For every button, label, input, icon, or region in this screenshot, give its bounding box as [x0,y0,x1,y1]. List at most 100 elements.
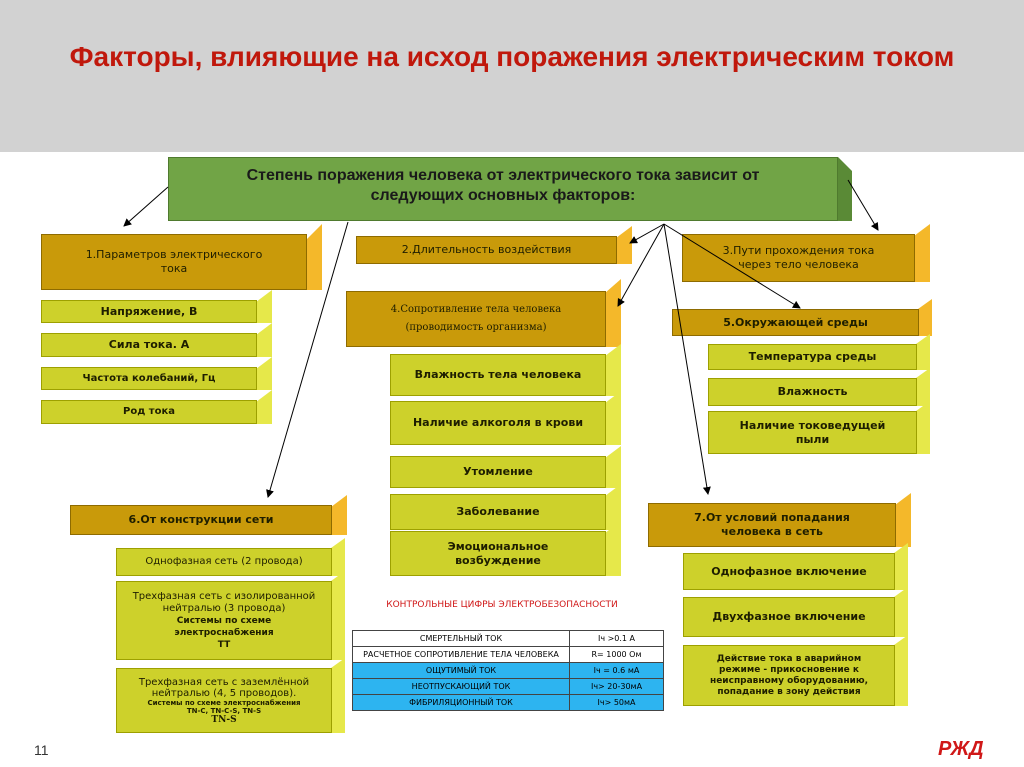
page-number: 11 [34,742,49,758]
group7-header-label: 7.От условий попадания человека в сеть [694,511,850,538]
group7-header: 7.От условий попадания человека в сеть [648,503,896,547]
g1-item-label: Сила тока. А [108,338,190,351]
group5-header-label: 5.Окружающей среды [723,315,868,329]
g1-item1-side [256,290,272,323]
main-box-text: Степень поражения человека от электричес… [246,167,760,204]
g4-item4-side [605,484,621,530]
g1-item2-side [256,323,272,357]
g5-item-dust: Наличие токоведущей пыли [708,411,917,454]
g6-item-sublabel: Системы по схеме электроснабжения [147,698,301,707]
header-band [0,0,1024,152]
g4-item1-side [605,344,621,396]
table-cell-value: Iч = 0.6 мА [569,662,664,679]
table-cell-value: R= 1000 Ом [569,646,664,663]
group6-header: 6.От конструкции сети [70,505,332,535]
g6-item3-side [331,658,345,733]
group1-header: 1.Параметров электрического тока [41,234,307,290]
table-cell-value: Iч> 50мА [569,694,664,711]
g5-item-temperature: Температура среды [708,344,917,370]
g5-item2-side [916,368,930,406]
g5-item-label: Влажность [777,385,848,398]
g5-item1-side [916,334,930,370]
group6-header-label: 6.От конструкции сети [128,513,274,526]
g4-item-label: Утомление [463,465,533,478]
g7-item-label: Однофазное включение [711,564,867,578]
group6-header-side [331,495,347,535]
arrow-to-group3 [847,179,879,231]
g7-item2-side [894,587,908,637]
page-title: Факторы, влияющие на исход поражения эле… [69,41,955,72]
group2-header-side [616,226,632,264]
g4-item-label: Влажность тела человека [414,368,582,381]
g1-item-label: Частота колебаний, Гц [82,372,216,384]
g5-item-label: Наличие токоведущей пыли [739,418,886,446]
group3-header-label: 3.Пути прохождения тока через тело челов… [722,244,875,271]
group5-header-side [918,299,932,336]
g1-item-current: Сила тока. А [41,333,257,357]
group3-header: 3.Пути прохождения тока через тело челов… [682,234,915,282]
main-factors-box: Степень поражения человека от электричес… [168,157,838,221]
g1-item-frequency: Частота колебаний, Гц [41,367,257,390]
g4-item-disease: Заболевание [390,494,606,530]
g7-item-emergency: Действие тока в аварийном режиме - прико… [683,645,895,706]
g6-item-sublabel: TT [217,639,231,650]
table-cell-value: Iч> 20-30мА [569,678,664,695]
table-cell-name: РАСЧЕТНОЕ СОПРОТИВЛЕНИЕ ТЕЛА ЧЕЛОВЕКА [352,646,570,663]
g6-item1-side [331,538,345,576]
arrow-to-group1 [123,186,169,227]
rzd-logo: РЖД [938,738,984,760]
g1-item-voltage: Напряжение, В [41,300,257,323]
g4-item-label: Заболевание [456,505,540,518]
g4-item-emotion: Эмоциональное возбуждение [390,531,606,576]
g1-item-label: Род тока [123,406,175,417]
table-cell-name: ОЩУТИМЫЙ ТОК [352,662,570,679]
g5-item3-side [916,401,930,454]
group4-header-side [605,279,621,347]
group2-header-label: 2.Длительность воздействия [401,243,572,256]
g6-item-grounded-neutral: Трехфазная сеть с заземлённой нейтралью … [116,668,332,733]
group5-header: 5.Окружающей среды [672,309,919,336]
table-cell-name: СМЕРТЕЛЬНЫЙ ТОК [352,630,570,647]
control-figures-title: КОНТРОЛЬНЫЕ ЦИФРЫ ЭЛЕКТРОБЕЗОПАСНОСТИ [386,600,618,610]
g1-item-label: Напряжение, В [100,304,198,318]
g4-item2-side [605,391,621,445]
table-cell-name: ФИБРИЛЯЦИОННЫЙ ТОК [352,694,570,711]
g1-item3-side [256,357,272,390]
group4-header: 4.Сопротивление тела человека (проводимо… [346,291,606,347]
g5-item-humidity: Влажность [708,378,917,406]
g4-item-moisture: Влажность тела человека [390,354,606,396]
g4-item3-side [605,446,621,488]
g6-item-single-phase: Однофазная сеть (2 провода) [116,548,332,576]
arrow-to-group2 [629,223,665,244]
g4-item-fatigue: Утомление [390,456,606,488]
g6-item-isolated-neutral: Трехфазная сеть с изолированной нейтраль… [116,581,332,660]
group4-header-label: 4.Сопротивление тела человека (проводимо… [390,304,562,333]
group3-header-side [914,224,930,282]
table-cell-name: НЕОТПУСКАЮЩИЙ ТОК [352,678,570,695]
g7-item3-side [894,635,908,706]
g4-item-label: Наличие алкоголя в крови [412,416,584,429]
g6-item2-side [331,571,345,660]
g6-item-label: Трехфазная сеть с заземлённой нейтралью … [138,676,310,699]
g6-item-sublabel: TN-S [211,714,237,725]
table-cell-value: Iч >0.1 А [569,630,664,647]
group1-header-side [306,224,322,290]
g7-item-single-phase-contact: Однофазное включение [683,553,895,590]
group1-header-label: 1.Параметров электрического тока [85,248,263,275]
g1-item-current-type: Род тока [41,400,257,424]
g6-item-label: Однофазная сеть (2 провода) [145,556,303,567]
g7-item-label: Двухфазное включение [712,610,866,623]
group2-header: 2.Длительность воздействия [356,236,617,264]
main-box-side [838,157,852,221]
g4-item5-side [605,521,621,576]
g6-item-label: Трехфазная сеть с изолированной нейтраль… [132,590,316,614]
g7-item1-side [894,543,908,590]
g7-item-two-phase-contact: Двухфазное включение [683,597,895,637]
g7-item-label: Действие тока в аварийном режиме - прико… [709,653,869,697]
